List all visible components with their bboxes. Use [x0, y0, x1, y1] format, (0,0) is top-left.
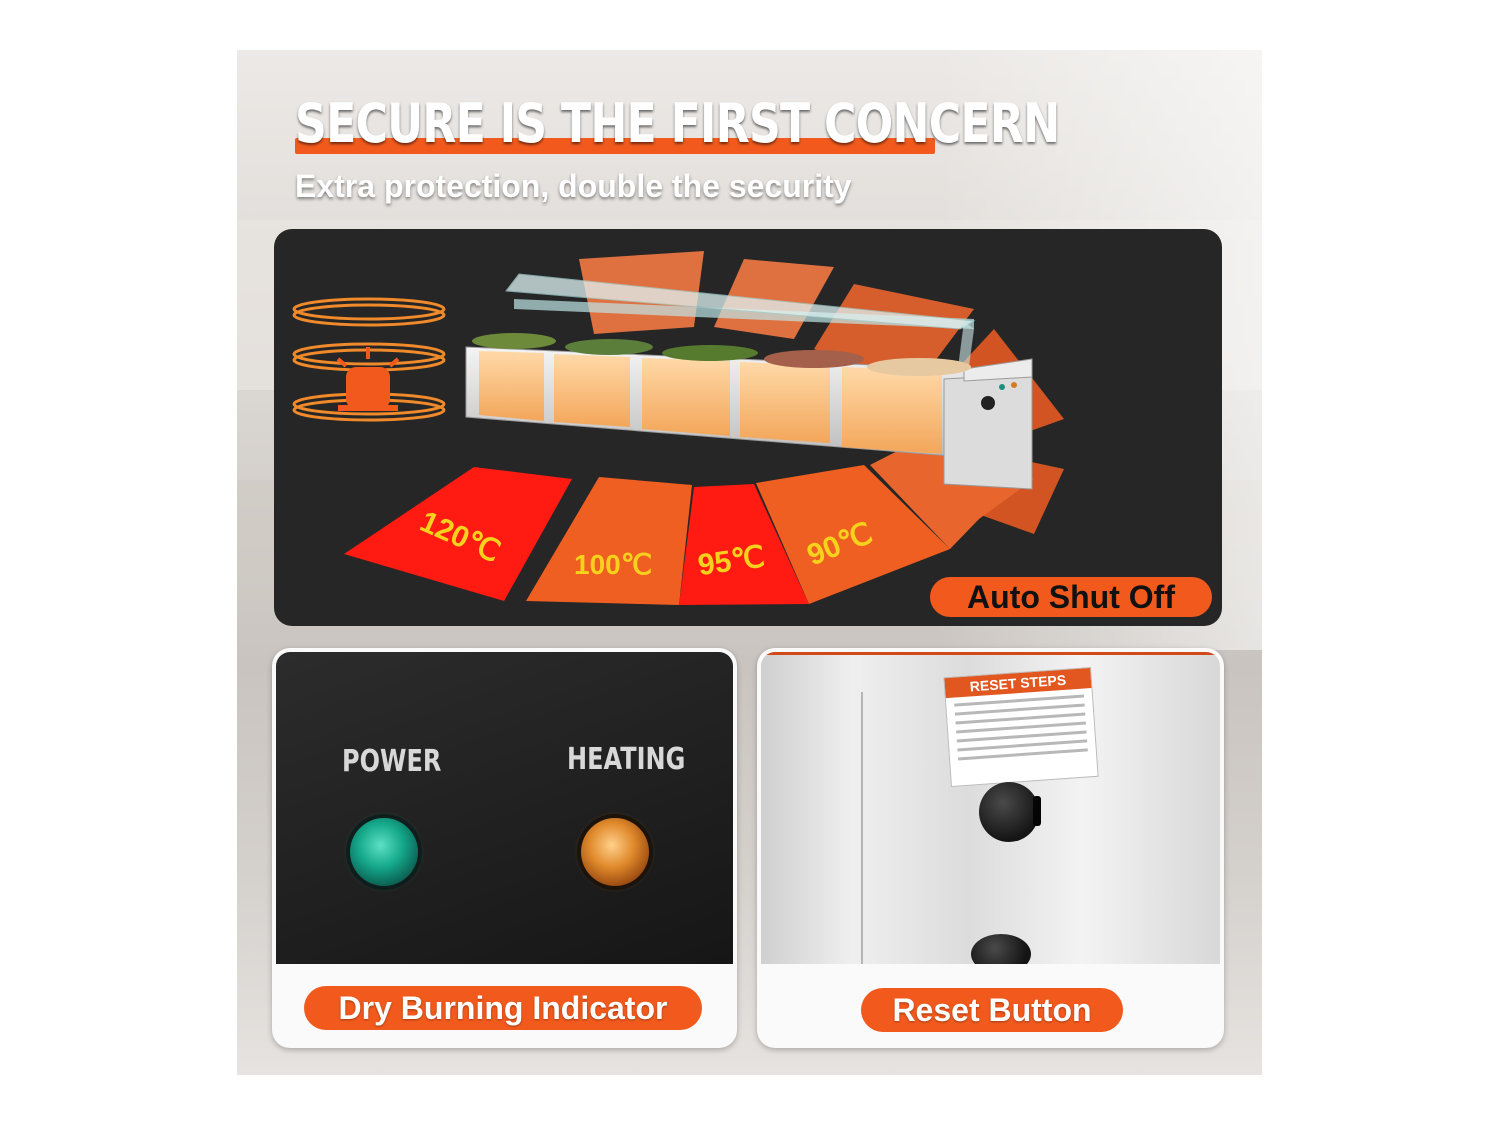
- reset-button-caption: Reset Button: [861, 988, 1123, 1032]
- heating-label: HEATING: [567, 742, 686, 777]
- temp-label-100: 100℃: [574, 549, 652, 580]
- dry-burning-card: POWER HEATING Dry Burning Indicator: [272, 648, 737, 1048]
- lower-knob: [971, 934, 1031, 964]
- reset-button-card: RESET STEPS Reset Button: [757, 648, 1224, 1048]
- alarm-light-icon: [336, 347, 400, 411]
- reset-knob[interactable]: [979, 782, 1039, 842]
- dry-burning-indicator-caption: Dry Burning Indicator: [304, 986, 702, 1030]
- power-indicator-lamp: [350, 818, 418, 886]
- hero-panel: 120℃ 100℃ 95℃ 90℃: [274, 229, 1222, 626]
- hero-illustration: 120℃ 100℃ 95℃ 90℃: [292, 251, 1064, 605]
- lower-heat-arc: [344, 424, 1034, 605]
- power-label: POWER: [342, 744, 442, 779]
- heating-indicator-lamp: [581, 818, 649, 886]
- housing-side: [861, 692, 1163, 964]
- reset-steps-sticker: RESET STEPS: [943, 666, 1099, 788]
- headline: SECURE IS THE FIRST CONCERN: [295, 92, 1060, 155]
- reset-steps-title: RESET STEPS: [944, 668, 1092, 699]
- subheadline: Extra protection, double the security: [295, 168, 852, 204]
- product-image-frame: SECURE IS THE FIRST CONCERN Extra protec…: [237, 50, 1262, 1075]
- indicator-panel: POWER HEATING: [276, 652, 733, 964]
- headline-underline: [295, 138, 935, 154]
- housing-edge: [761, 652, 1220, 655]
- food-warmer-illustration: [465, 273, 1033, 490]
- reset-knob-slot: [1033, 796, 1041, 826]
- auto-shut-off-badge: Auto Shut Off: [930, 577, 1212, 617]
- reset-panel: RESET STEPS: [761, 652, 1220, 964]
